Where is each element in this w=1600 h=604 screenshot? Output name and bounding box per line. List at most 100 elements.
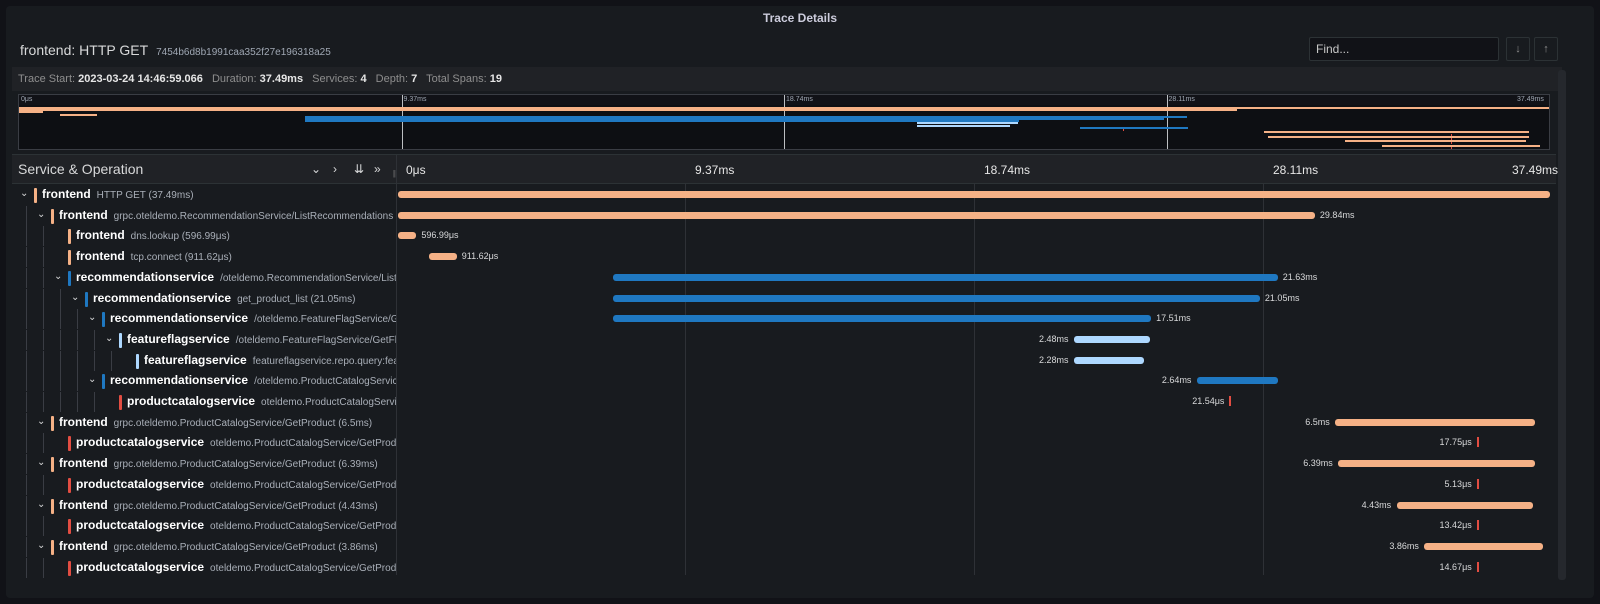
span-row[interactable]: ⌄recommendationservice/oteldemo.ProductC… xyxy=(12,371,1556,392)
span-bar[interactable] xyxy=(1476,561,1479,572)
minimap-span-bar xyxy=(1267,135,1529,138)
expand-toggle-icon[interactable]: ⌄ xyxy=(71,291,80,303)
span-row[interactable]: ⌄recommendationservice/oteldemo.FeatureF… xyxy=(12,309,1556,330)
arrow-up-icon[interactable]: ↑ xyxy=(1534,37,1558,61)
span-bar[interactable] xyxy=(1476,478,1479,489)
span-bar[interactable] xyxy=(613,273,1278,281)
collapse-one-icon[interactable]: ⌄ xyxy=(311,162,322,176)
expand-toggle-icon[interactable]: ⌄ xyxy=(37,539,46,551)
span-duration-label: 2.48ms xyxy=(1039,333,1069,344)
span-bar[interactable] xyxy=(1335,418,1535,426)
collapse-all-icon[interactable]: ⇊ xyxy=(354,162,365,176)
span-operation: oteldemo.ProductCatalogService/GetProduc… xyxy=(210,562,396,574)
span-bar[interactable] xyxy=(1074,356,1145,364)
span-bar[interactable] xyxy=(1476,520,1479,531)
span-row[interactable]: ⌄featureflagservice/oteldemo.FeatureFlag… xyxy=(12,329,1556,350)
service-color-marker xyxy=(119,332,122,348)
expand-toggle-icon[interactable]: ⌄ xyxy=(37,457,46,469)
indent-guide xyxy=(43,557,44,578)
span-label-cell[interactable]: ⌄recommendationservice/oteldemo.ProductC… xyxy=(12,371,396,392)
tick-label: 18.74ms xyxy=(984,163,1031,177)
span-bar[interactable] xyxy=(398,211,1315,219)
span-row[interactable]: ⌄recommendationservice/oteldemo.Recommen… xyxy=(12,267,1556,288)
expand-toggle-icon[interactable]: ⌄ xyxy=(37,415,46,427)
minimap-span-bar xyxy=(1451,146,1453,149)
span-bar[interactable] xyxy=(1229,396,1232,406)
expand-all-icon[interactable]: » xyxy=(374,162,381,176)
span-bar[interactable] xyxy=(613,294,1260,302)
expand-toggle-icon[interactable]: ⌄ xyxy=(54,270,63,282)
indent-guide xyxy=(43,247,44,268)
span-bar[interactable] xyxy=(1338,460,1535,468)
span-bar[interactable] xyxy=(398,232,417,240)
column-divider[interactable] xyxy=(396,155,397,575)
expand-toggle-icon[interactable]: ⌄ xyxy=(37,208,46,220)
span-bar[interactable] xyxy=(1424,542,1543,550)
span-bar[interactable] xyxy=(613,315,1152,323)
service-color-marker xyxy=(68,519,71,535)
trace-title: frontend: HTTP GET xyxy=(20,42,149,58)
span-label-cell[interactable]: ⌄recommendationservice/oteldemo.FeatureF… xyxy=(12,309,396,330)
span-label-cell[interactable]: ⌄recommendationservice/oteldemo.Recommen… xyxy=(12,267,396,288)
indent-guide xyxy=(26,205,27,226)
span-operation: /oteldemo.ProductCatalogService/ListProd… xyxy=(254,376,396,388)
depth-value: 7 xyxy=(411,73,418,85)
span-bar[interactable] xyxy=(1476,437,1479,448)
expand-one-icon[interactable]: › xyxy=(333,162,337,176)
expand-toggle-icon[interactable]: ⌄ xyxy=(20,188,29,199)
span-label-cell[interactable]: ⌄featureflagservice/oteldemo.FeatureFlag… xyxy=(12,329,396,350)
expand-toggle-icon[interactable]: ⌄ xyxy=(37,498,46,510)
span-bar[interactable] xyxy=(428,253,457,261)
arrow-down-icon[interactable]: ↓ xyxy=(1506,37,1530,61)
expand-toggle-icon[interactable]: ⌄ xyxy=(88,312,97,324)
find-input[interactable] xyxy=(1309,37,1499,61)
expand-toggle-icon[interactable]: ⌄ xyxy=(105,332,114,344)
indent-guide xyxy=(60,350,61,371)
indent-guide xyxy=(43,226,44,247)
resize-handle-icon[interactable]: || xyxy=(393,169,397,178)
span-bar[interactable] xyxy=(1396,501,1533,509)
scrollbar[interactable] xyxy=(1558,70,1566,580)
span-operation: /oteldemo.RecommendationService/ListReco… xyxy=(220,272,396,284)
span-bar[interactable] xyxy=(1074,335,1151,343)
span-bar[interactable] xyxy=(1196,377,1279,385)
span-bar[interactable] xyxy=(398,191,1550,198)
service-color-marker xyxy=(51,498,54,514)
expand-toggle-icon[interactable]: ⌄ xyxy=(88,374,97,386)
minimap-span-bar xyxy=(59,113,98,116)
span-duration-label: 14.67μs xyxy=(1439,561,1472,572)
